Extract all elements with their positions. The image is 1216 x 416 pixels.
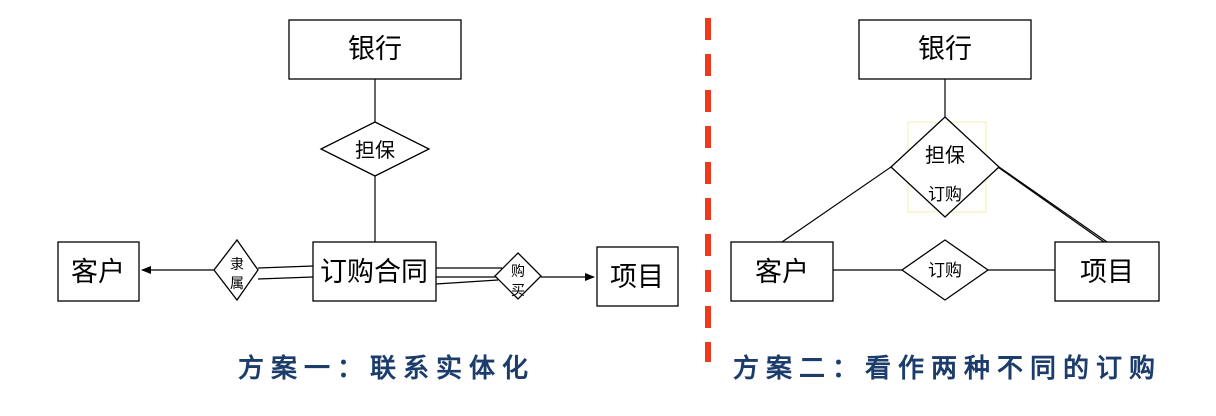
relationship-guarantee-1: 担保 [319, 121, 431, 177]
entity-bank-2: 银行 [858, 19, 1032, 80]
entity-order-contract: 订购合同 [312, 241, 437, 302]
relationship-belong-label-bottom: 属 [230, 276, 244, 292]
relationship-order-upper-label: 订购 [928, 185, 962, 205]
relationship-buy-label-bottom: 买 [511, 283, 525, 299]
scheme2-caption: 方案二：看作两种不同的订购 [733, 354, 1163, 384]
entity-project-2: 项目 [1054, 241, 1160, 302]
relationship-buy-label-top: 购 [511, 264, 525, 280]
scheme1-caption: 方案一：联系实体化 [238, 354, 536, 384]
entity-project-1: 项目 [596, 246, 679, 307]
relationship-belong: 隶 属 [213, 238, 259, 302]
relationship-buy: 购 买 [494, 252, 542, 300]
entity-project-2-label: 项目 [1080, 257, 1134, 288]
entity-customer-1-label: 客户 [71, 257, 125, 288]
entity-order-contract-label: 订购合同 [320, 257, 428, 288]
scheme2-connectors [781, 79, 1108, 271]
entity-bank-2-label: 银行 [918, 34, 972, 65]
entity-project-1-label: 项目 [610, 262, 664, 293]
relationship-order-label: 订购 [928, 261, 962, 281]
relationship-guarantee-order: 担保 订购 [890, 116, 1000, 218]
entity-customer-2: 客户 [730, 241, 834, 302]
relationship-order: 订购 [900, 239, 990, 301]
entity-bank-1-label: 银行 [348, 34, 402, 65]
relationship-belong-label-top: 隶 [230, 257, 244, 273]
entity-bank-1: 银行 [288, 19, 462, 80]
entity-customer-2-label: 客户 [755, 257, 809, 288]
scheme1-connectors [141, 79, 595, 285]
relationship-guarantee-1-label: 担保 [355, 138, 395, 162]
relationship-guarantee-2-label: 担保 [925, 143, 965, 167]
entity-customer-1: 客户 [57, 241, 140, 302]
